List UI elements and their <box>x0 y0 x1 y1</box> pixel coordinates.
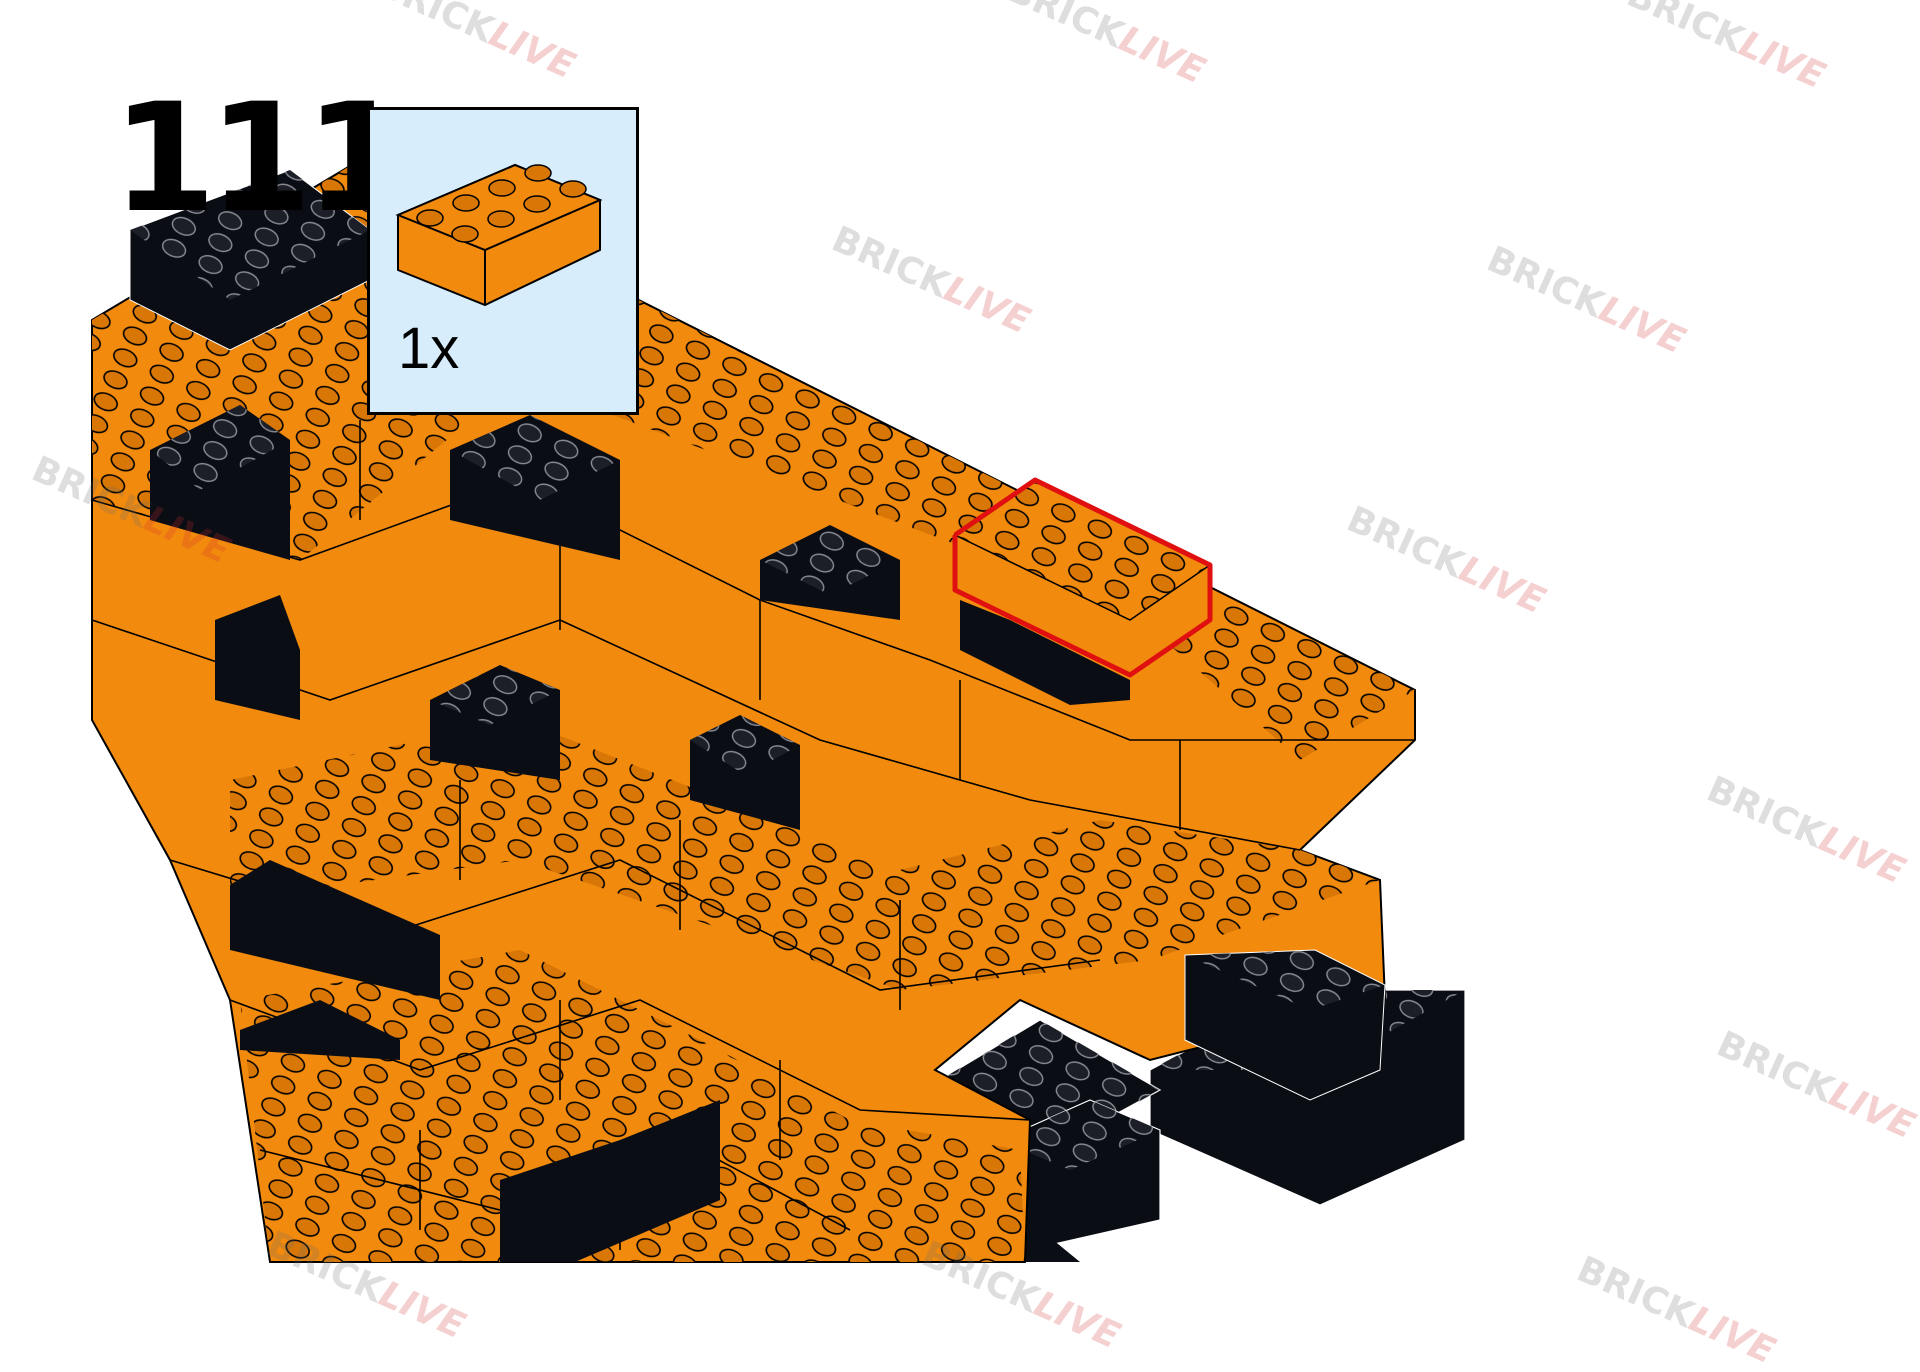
new-brick <box>952 477 1213 678</box>
part-2x4-brick-icon <box>395 163 603 307</box>
black-bricks-accents <box>129 169 1386 1262</box>
highlight-outline <box>952 477 1213 678</box>
parts-callout: 1x <box>367 107 639 415</box>
part-quantity: 1x <box>398 316 460 381</box>
step-number: 111 <box>112 72 409 246</box>
